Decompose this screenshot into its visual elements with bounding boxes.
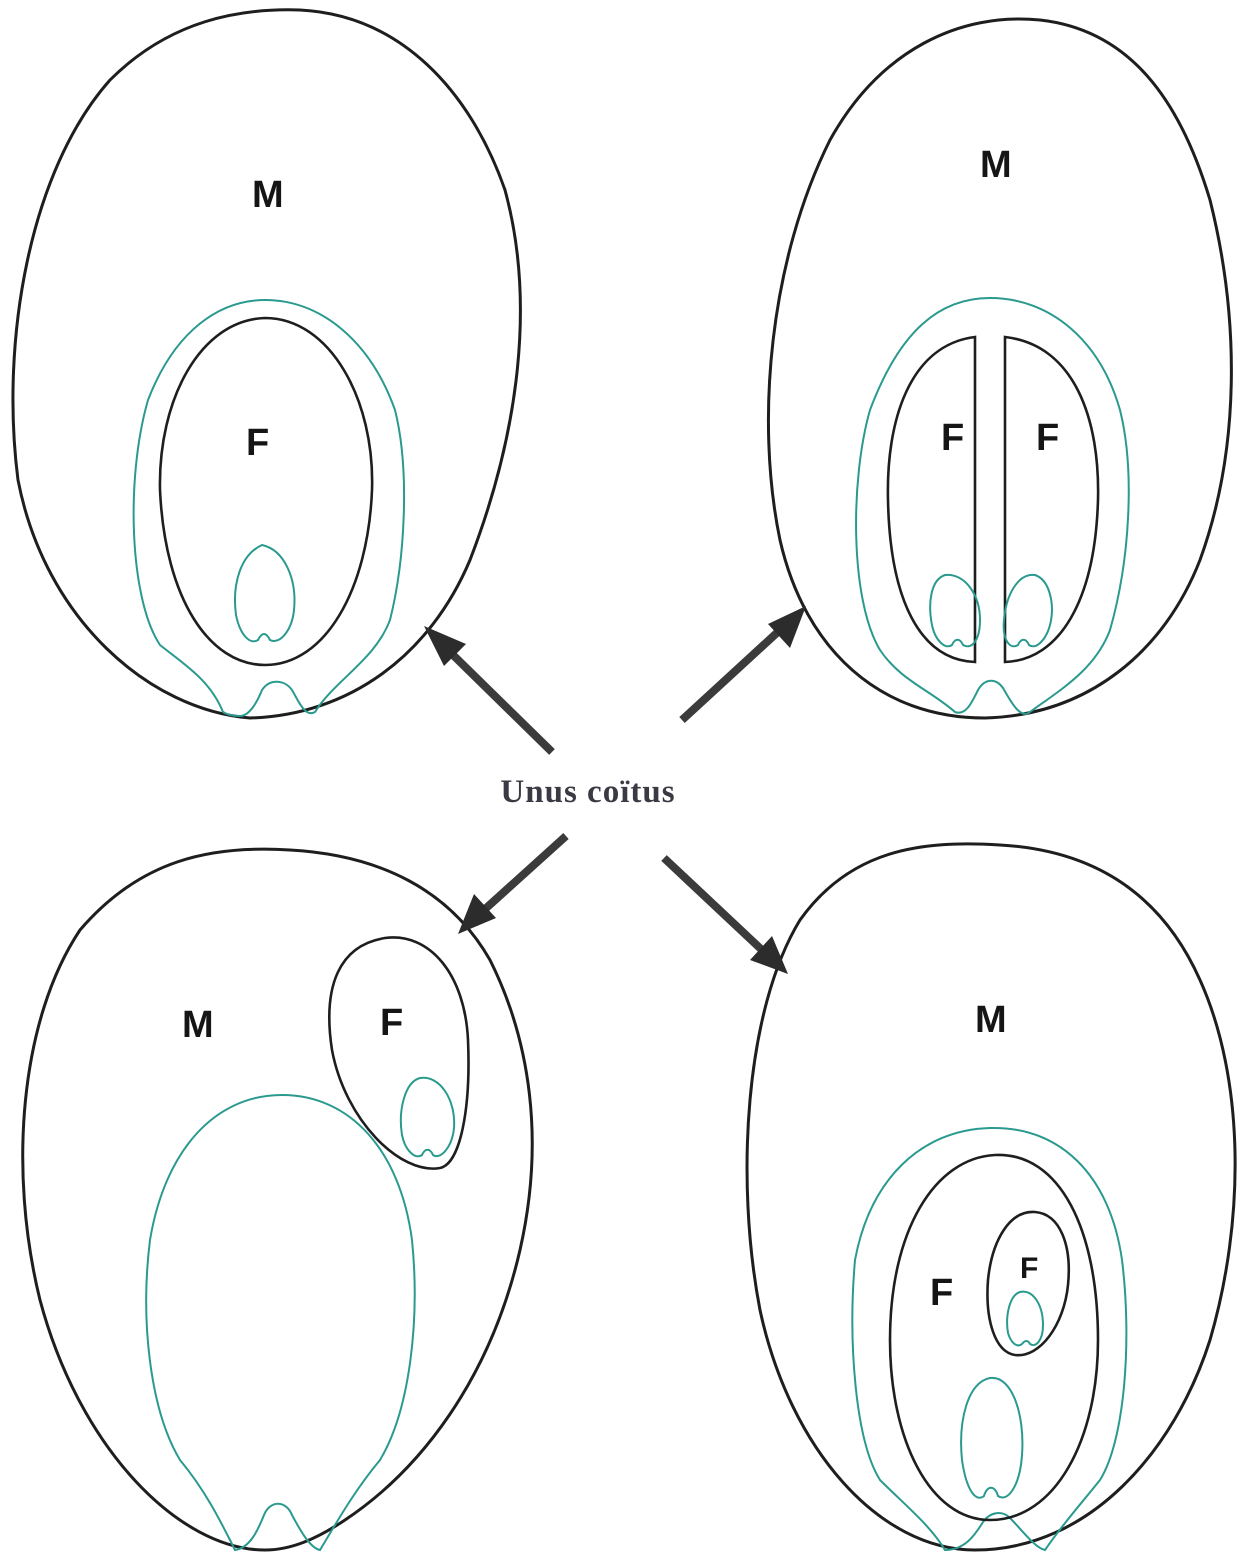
label-m: M: [182, 1004, 214, 1046]
arrow-to-bottom-left: [458, 836, 566, 934]
panel-bottom-left: M F: [23, 849, 532, 1550]
label-f-right: F: [1036, 417, 1059, 459]
label-f: F: [246, 422, 269, 464]
membrane-outline: [134, 300, 404, 716]
embryo-outline: [401, 1078, 454, 1157]
mother-outline: [23, 849, 532, 1550]
fetus-outline: [160, 318, 372, 665]
embryo-left-outline: [930, 575, 980, 646]
membrane-outline: [856, 298, 1129, 714]
panel-bottom-right: M F F: [747, 844, 1235, 1550]
embryo-outer-outline: [961, 1378, 1022, 1498]
embryo-right-outline: [1004, 575, 1052, 646]
membrane-outline: [146, 1095, 414, 1550]
center-caption: Unus coïtus: [500, 774, 675, 810]
mother-outline: [13, 10, 520, 718]
membrane-outline: [852, 1128, 1126, 1550]
label-f-inner: F: [1020, 1252, 1038, 1285]
mother-outline: [768, 19, 1231, 718]
arrow-to-bottom-right: [664, 858, 788, 974]
arrow-to-top-right: [682, 606, 806, 720]
panel-top-left: M F: [13, 10, 520, 718]
label-m: M: [980, 144, 1012, 186]
mother-outline: [747, 844, 1235, 1550]
arrow-to-top-left: [424, 626, 552, 752]
label-m: M: [975, 999, 1007, 1041]
label-f: F: [380, 1002, 403, 1044]
label-f-outer: F: [930, 1272, 953, 1314]
panel-top-right: M F F: [768, 19, 1231, 718]
fetus-left-outline: [888, 337, 975, 662]
embryo-inner-outline: [1007, 1292, 1043, 1346]
embryo-outline: [235, 545, 294, 641]
label-f-left: F: [941, 417, 964, 459]
label-m: M: [252, 174, 284, 216]
fetus-outline: [329, 937, 468, 1168]
